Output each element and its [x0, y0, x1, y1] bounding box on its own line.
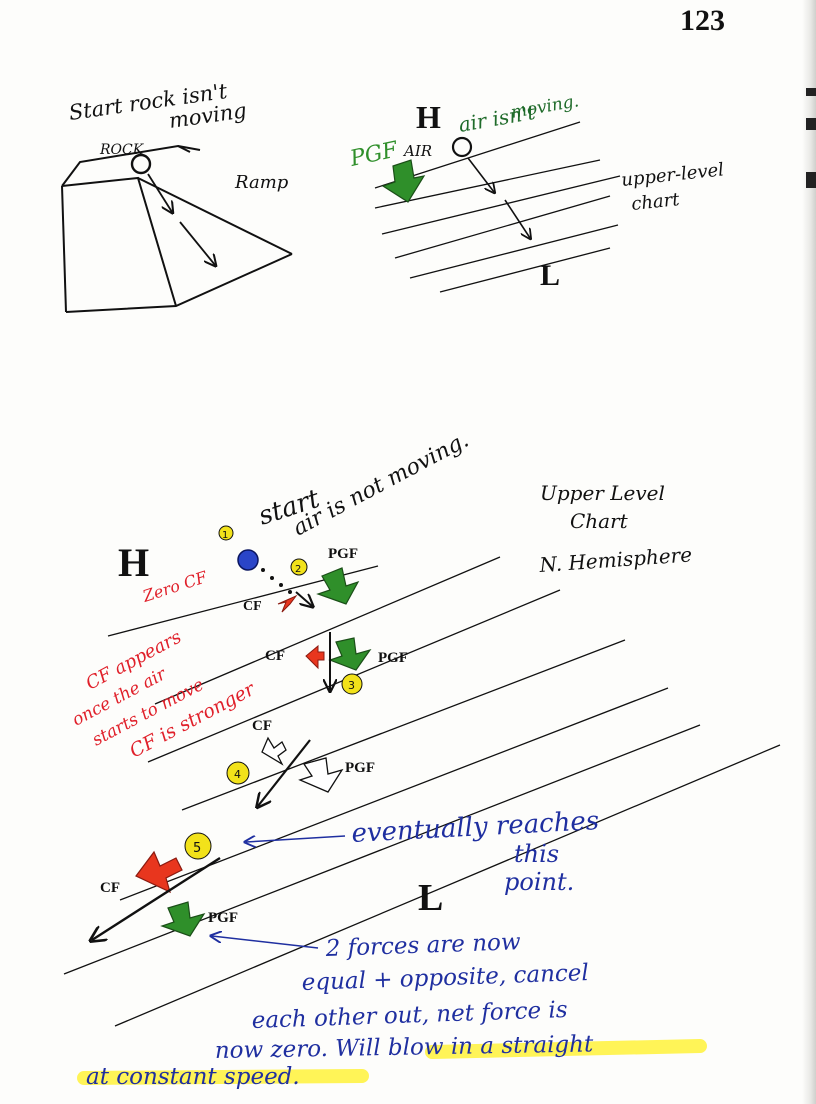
- reaches-line2: this: [514, 840, 559, 868]
- reaches-line1: eventually reaches: [351, 806, 600, 849]
- top-chart-line2: chart: [630, 189, 681, 215]
- air-parcel-blue: [237, 549, 259, 571]
- bottom-chart-line3: N. Hemisphere: [538, 542, 693, 577]
- highlight-line1: [425, 1039, 707, 1059]
- cf-arrow-4: [261, 736, 287, 766]
- motion-arrow-4: [258, 739, 311, 806]
- forces-line1: 2 forces are now: [324, 929, 521, 962]
- step-5-badge: [184, 832, 212, 860]
- ramp-bottom: [65, 253, 293, 313]
- forces-line2: equal + opposite, cancel: [301, 960, 589, 996]
- pgf-arrow-4: [298, 757, 344, 793]
- bottom-chart-line1: Upper Level: [540, 481, 665, 505]
- step-4-badge: [226, 761, 250, 785]
- page-number: 123: [680, 4, 725, 37]
- step-2-badge: [290, 558, 308, 576]
- rock-path-arrow-2: [179, 221, 215, 265]
- top-h-label: H: [416, 99, 441, 135]
- step-1-label: 1: [222, 530, 228, 541]
- pgf-arrow-5: [160, 901, 206, 937]
- page-edge: [802, 0, 816, 1104]
- bottom-l-label: L: [418, 877, 443, 919]
- trajectory-dots: [261, 568, 292, 594]
- pgf-label-3: PGF: [378, 650, 408, 666]
- reaches-line3: point.: [504, 868, 574, 896]
- forces-pointer: [212, 936, 319, 949]
- top-pgf-arrow: [381, 159, 426, 203]
- forces-line3: each other out, net force is: [251, 997, 568, 1034]
- forces-line4: now zero. Will blow in a straight: [215, 1031, 595, 1064]
- step-3-badge: [341, 673, 363, 695]
- cf-label-4: CF: [252, 718, 272, 734]
- step-3-label: 3: [348, 679, 355, 692]
- rock-path-arrow-1: [147, 173, 172, 212]
- top-air-note-line2: moving.: [509, 91, 580, 123]
- page-edge-tab: [806, 172, 816, 188]
- motion-arrow-2: [295, 591, 312, 606]
- reaches-pointer: [246, 835, 346, 842]
- step-5-label: 5: [193, 841, 201, 856]
- ramp-slope: [137, 177, 293, 255]
- rock-label: ROCK: [99, 142, 145, 158]
- ramp-top-back: [177, 145, 201, 151]
- pgf-arrow-3: [328, 637, 372, 671]
- forces-line5: at constant speed.: [86, 1064, 300, 1090]
- ramp-front-edge: [61, 176, 177, 307]
- top-air-path-2: [504, 199, 530, 238]
- ramp-left-face: [61, 185, 67, 313]
- pgf-label-4: PGF: [345, 760, 375, 776]
- start-note-line2: air is not moving.: [289, 428, 473, 542]
- rock: [130, 153, 152, 175]
- page-edge-tab: [806, 88, 816, 96]
- page-edge-tab: [806, 118, 816, 130]
- cf-arrow-2: [277, 594, 298, 613]
- zero-cf-note: Zero CF: [139, 567, 210, 606]
- ramp-label: Ramp: [234, 172, 289, 193]
- cf-label-3: CF: [265, 648, 285, 664]
- cf-arrow-3: [305, 644, 325, 670]
- top-l-label: L: [540, 259, 560, 292]
- top-chart-line1: upper-level: [620, 159, 725, 191]
- motion-arrow-5: [92, 856, 221, 940]
- bottom-h-label: H: [118, 540, 149, 585]
- step-1-badge: [218, 525, 234, 541]
- cf-label-2: CF: [243, 599, 262, 614]
- top-air-label: AIR: [402, 142, 432, 160]
- step-4-label: 4: [234, 768, 241, 781]
- pgf-arrow-2: [316, 567, 360, 605]
- ramp-diagram: [61, 144, 293, 313]
- pgf-label-2: PGF: [328, 546, 358, 562]
- pgf-label-5: PGF: [208, 910, 238, 926]
- ramp-top: [61, 144, 191, 187]
- cf-label-5: CF: [100, 880, 120, 896]
- top-air-parcel: [451, 136, 473, 158]
- top-air-path-1: [467, 157, 494, 192]
- step-2-label: 2: [295, 564, 301, 575]
- highlight-line2: [77, 1069, 369, 1085]
- bottom-chart-line2: Chart: [570, 509, 629, 533]
